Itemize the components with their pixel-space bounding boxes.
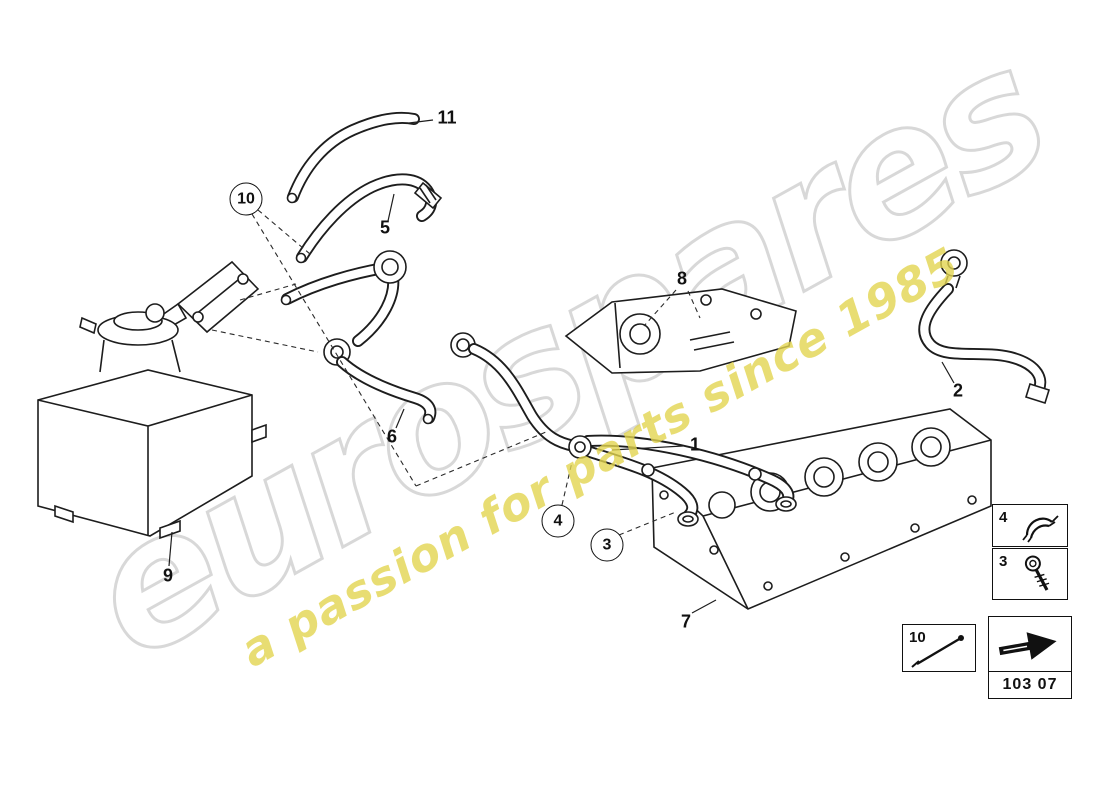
callout-11[interactable]: 11 [437, 107, 457, 128]
callout-2[interactable]: 2 [952, 380, 964, 401]
engine-cover-part-8 [564, 288, 797, 374]
leader-lines [168, 119, 955, 614]
callout-5[interactable]: 5 [379, 217, 391, 238]
legend-clip-box[interactable]: 4 [992, 504, 1068, 547]
legend-screw-box[interactable]: 3 [992, 548, 1068, 600]
callout-8[interactable]: 8 [676, 268, 688, 289]
pin-icon [911, 635, 964, 668]
callout-1[interactable]: 1 [689, 434, 701, 455]
hose-clamp-icon [1022, 515, 1059, 543]
screw-icon [1024, 555, 1050, 591]
legend-pin-number: 10 [909, 629, 926, 646]
cylinder-head-cover-part-7 [651, 408, 992, 610]
callout-3[interactable]: 3 [590, 528, 624, 562]
hose-part-6 [280, 250, 437, 425]
hose-part-5 [295, 173, 443, 264]
reservoir-part-9 [37, 260, 267, 540]
callout-6[interactable]: 6 [386, 426, 398, 447]
callout-4[interactable]: 4 [541, 504, 575, 538]
breather-line-part-1 [450, 332, 797, 527]
callout-7[interactable]: 7 [680, 611, 692, 632]
hose-part-11 [286, 111, 420, 204]
part-code: 103 07 [1002, 676, 1058, 693]
legend-screw-number: 3 [999, 553, 1008, 570]
hose-part-2 [918, 249, 1050, 405]
callout-10[interactable]: 10 [229, 182, 263, 216]
legend-clip-number: 4 [999, 509, 1008, 526]
part-code-box[interactable]: 103 07 [988, 671, 1072, 699]
callout-9[interactable]: 9 [162, 565, 174, 586]
direction-arrow-icon [998, 632, 1057, 660]
legend-arrow-box[interactable] [988, 616, 1072, 672]
legend-pin-box[interactable]: 10 [902, 624, 976, 672]
